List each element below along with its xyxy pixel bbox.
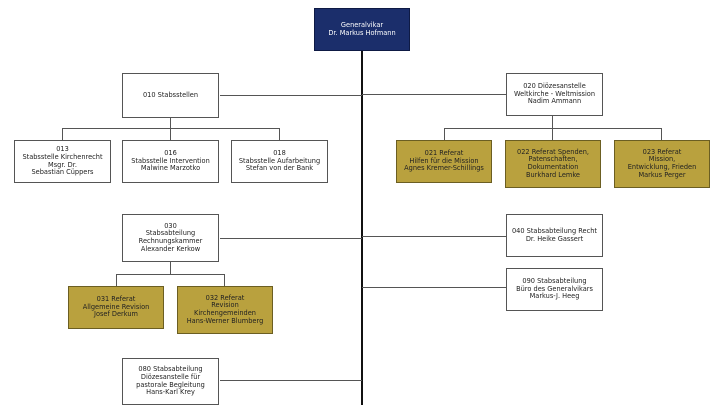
node-text-line: Hans-Werner Blumberg — [186, 316, 264, 325]
connector-013-drop — [62, 128, 63, 140]
connector-032-drop — [224, 274, 225, 286]
node-text-line: Stabsstelle Aufarbeitung — [238, 156, 321, 165]
node-text-line: Dr. Heike Gassert — [525, 234, 584, 243]
node-text-line: 010 Stabsstellen — [142, 90, 199, 99]
node-text-line: Msgr. Dr. — [48, 160, 77, 169]
node-text-line: Agnes Kremer-Schillings — [404, 164, 484, 173]
node-022: 022 Referat Spenden,Patenschaften,Dokume… — [505, 140, 601, 188]
node-text-line: 040 Stabsabteilung Recht — [511, 226, 598, 235]
main-spine-line — [361, 51, 363, 405]
node-text-line: Malwine Marzotko — [140, 164, 201, 173]
connector-010-down — [170, 118, 171, 128]
node-text-line: 018 — [273, 149, 286, 158]
connector-030-down — [170, 262, 171, 274]
node-text-line: 080 Stabsabteilung — [138, 365, 203, 374]
node-text-line: 032 Referat — [205, 293, 245, 302]
node-text-line: Stabsabteilung — [145, 229, 196, 238]
node-text-line: 031 Referat — [96, 295, 136, 304]
node-text-line: Markus Perger — [638, 170, 686, 179]
connector-020-bar — [444, 128, 662, 129]
node-text-line: Josef Derkum — [94, 310, 138, 319]
node-text-line: Kirchengemeinden — [194, 309, 256, 317]
node-text-line: Stabsstelle Intervention — [131, 156, 210, 165]
node-text-line: Revision — [211, 301, 239, 310]
node-text-line: 030 — [164, 221, 177, 230]
connector-090 — [362, 287, 506, 288]
node-text-line: 020 Diözesanstelle — [523, 82, 586, 91]
node-text-line: 023 Referat — [642, 147, 682, 156]
node-text-line: 013 — [56, 145, 69, 154]
connector-020 — [362, 94, 506, 95]
connector-031-drop — [116, 274, 117, 286]
connector-040 — [362, 236, 506, 237]
connector-021-drop — [444, 128, 445, 140]
node-text-line: 016 — [164, 149, 177, 158]
connector-016-drop — [170, 128, 171, 140]
node-text-line: Stefan von der Bank — [245, 164, 314, 173]
connector-030-bar — [116, 274, 225, 275]
node-text-line: Patenschaften, — [528, 155, 578, 164]
node-text-line: Weltkirche - Weltmission — [513, 89, 596, 98]
connector-080 — [220, 380, 362, 381]
node-text-line: 090 Stabsabteilung — [522, 277, 587, 286]
node-text-line: Generalvikar — [340, 20, 384, 29]
node-text-line: 021 Referat — [424, 149, 464, 158]
node-text-line: Burkhard Lemke — [525, 170, 580, 179]
node-010: 010 Stabsstellen — [122, 73, 219, 118]
node-text-line: Allgemeine Revision — [82, 302, 150, 311]
connector-022-drop — [552, 128, 553, 140]
node-text-line: 022 Referat Spenden, — [517, 147, 589, 156]
node-text-line: Mission, — [648, 155, 676, 164]
node-text-line: Markus-J. Heeg — [529, 292, 580, 301]
node-text-line: Sebastian Cüppers — [31, 168, 94, 177]
node-text-line: Hans-Karl Krey — [146, 388, 195, 397]
connector-030 — [220, 238, 362, 239]
node-text-line: Rechnungskammer — [138, 237, 203, 245]
node-text-line: Hilfen für die Mission — [409, 156, 479, 165]
node-text-line: Büro des Generalvikars — [516, 284, 593, 293]
connector-010-bar — [62, 128, 280, 129]
node-text-line: Dokumentation — [527, 163, 579, 171]
node-text-line: Dr. Markus Hofmann — [328, 28, 396, 37]
node-text-line: pastorale Begleitung — [136, 380, 205, 389]
connector-010 — [220, 95, 362, 96]
connector-018-drop — [279, 128, 280, 140]
connector-020-down — [552, 116, 553, 128]
node-text-line: Nadim Ammann — [527, 97, 582, 106]
node-text-line: Alexander Kerkow — [140, 244, 201, 253]
connector-023-drop — [661, 128, 662, 140]
node-text-line: Stabsstelle Kirchenrecht — [22, 152, 103, 161]
node-text-line: Diözesanstelle für — [140, 372, 201, 381]
node-text-line: Entwicklung, Frieden — [627, 163, 697, 171]
